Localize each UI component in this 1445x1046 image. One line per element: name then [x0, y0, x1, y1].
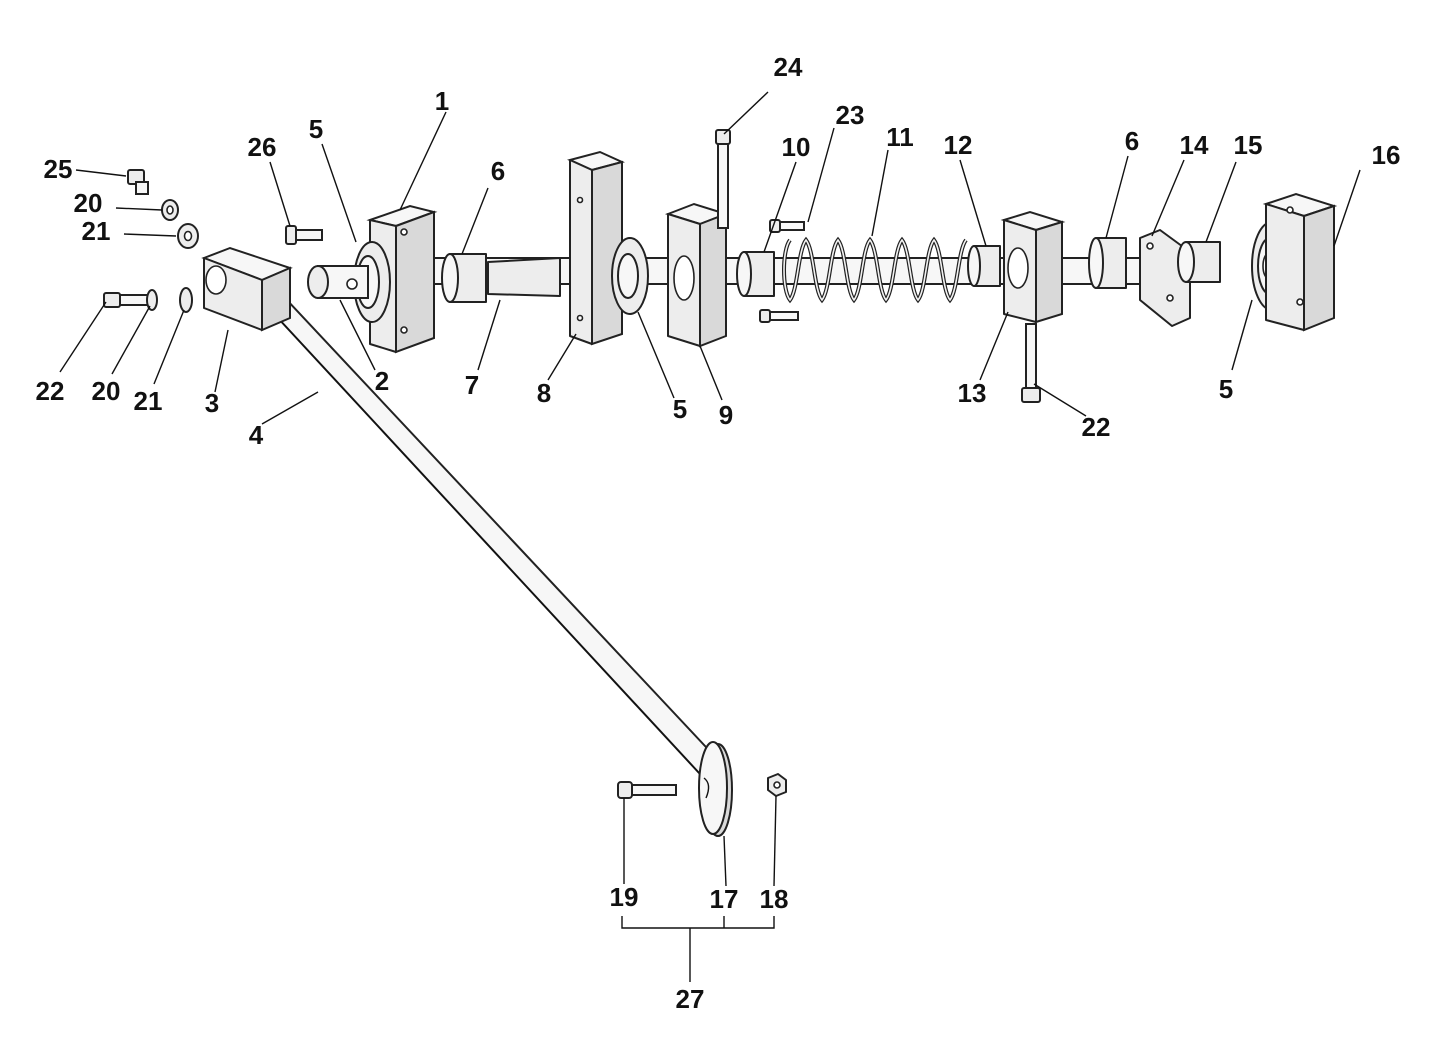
block-part-3	[201, 246, 293, 332]
callout-2: 2	[375, 366, 389, 396]
callout-8: 8	[537, 378, 551, 408]
callout-14: 14	[1180, 130, 1209, 160]
callout-19: 19	[610, 882, 639, 912]
washer-part-20-lower	[146, 289, 158, 311]
callout-22-left: 22	[36, 376, 65, 406]
callout-26: 26	[248, 132, 277, 162]
callout-24: 24	[774, 52, 803, 82]
callout-20-upper: 20	[74, 188, 103, 218]
callout-5-right: 5	[1219, 374, 1233, 404]
callout-21-lower: 21	[134, 386, 163, 416]
shaft-end-part-2	[307, 265, 369, 299]
bolt-part-24	[715, 129, 731, 229]
callout-15: 15	[1234, 130, 1263, 160]
callout-17: 17	[710, 884, 739, 914]
screw-part-23-lower	[759, 309, 799, 323]
callout-27: 27	[676, 984, 705, 1014]
callout-12: 12	[944, 130, 973, 160]
bolt-part-22-right	[1021, 323, 1041, 403]
callout-3: 3	[205, 388, 219, 418]
bolt-part-25	[127, 169, 149, 195]
cam-plate-part-14	[1139, 229, 1191, 327]
screw-part-19	[617, 781, 677, 799]
bushing-part-10	[736, 251, 775, 297]
callout-18: 18	[760, 884, 789, 914]
callout-13: 13	[958, 378, 987, 408]
callout-5-middle: 5	[673, 394, 687, 424]
callout-22-right: 22	[1082, 412, 1111, 442]
bolt-part-22-left	[103, 292, 151, 308]
callout-21-upper: 21	[82, 216, 111, 246]
callout-labels: 1 2 3 4 5 5 5 6 6 7 8 9 10 11 12 13 14 1…	[36, 52, 1401, 1014]
clamp-block-part-13	[1000, 210, 1066, 324]
bearing-part-5-middle	[611, 237, 649, 315]
callout-16: 16	[1372, 140, 1401, 170]
screw-part-26	[285, 225, 323, 245]
callout-6-right: 6	[1125, 126, 1139, 156]
washer-part-21-lower	[179, 287, 193, 313]
nut-part-18	[767, 773, 787, 797]
callout-25: 25	[44, 154, 73, 184]
callout-11: 11	[886, 122, 914, 152]
plate-part-8	[567, 150, 625, 346]
knob-disc-part-17	[698, 741, 733, 837]
callout-1: 1	[435, 86, 449, 116]
collar-part-12	[967, 245, 1001, 287]
washer-part-21-upper	[177, 223, 199, 249]
callout-4: 4	[249, 420, 264, 450]
callout-5-left: 5	[309, 114, 323, 144]
spring-part-11	[782, 236, 968, 304]
cylinder-part-15	[1177, 241, 1221, 283]
bushing-part-6-left	[441, 253, 487, 303]
callout-23: 23	[836, 100, 865, 130]
leader-lines	[59, 91, 1361, 982]
callout-20-lower: 20	[92, 376, 121, 406]
callout-10: 10	[782, 132, 811, 162]
callout-9: 9	[719, 400, 733, 430]
housing-part-16	[1262, 192, 1338, 332]
callout-7: 7	[465, 370, 479, 400]
lever-rod-part-4	[250, 280, 722, 776]
callout-6-left: 6	[491, 156, 505, 186]
bushing-part-6-right	[1088, 237, 1127, 289]
washer-part-20-upper	[161, 199, 179, 221]
